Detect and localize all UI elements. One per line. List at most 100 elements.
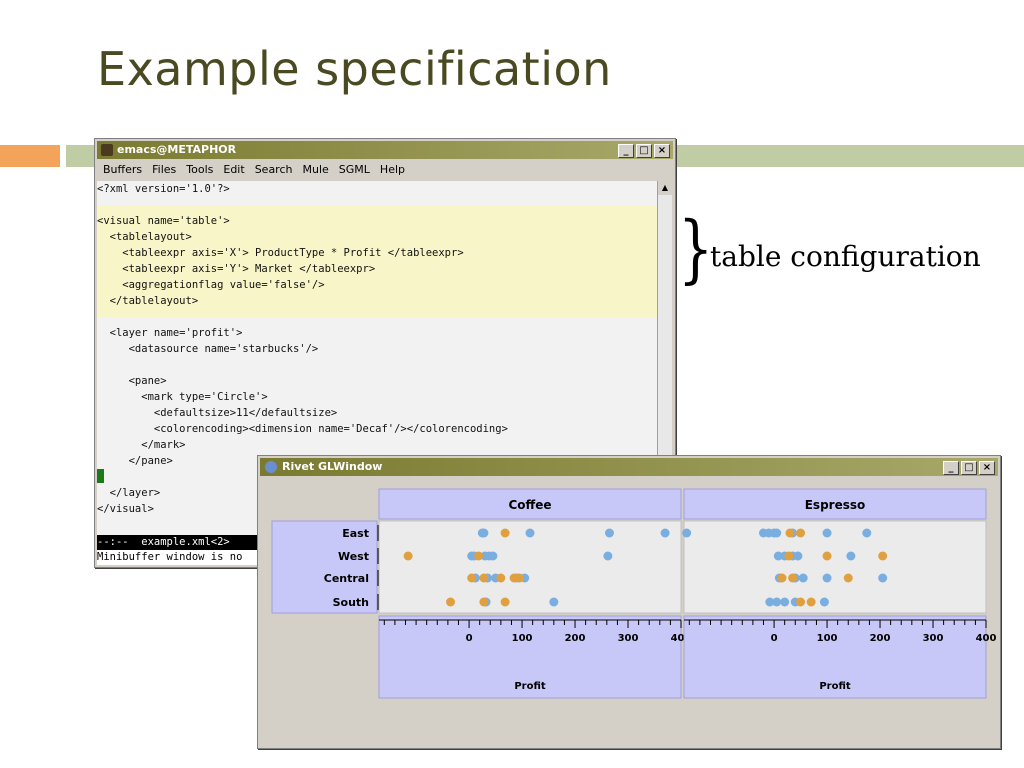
menu-search[interactable]: Search — [254, 163, 293, 176]
data-point-blue — [765, 597, 775, 607]
menu-edit[interactable]: Edit — [223, 163, 245, 176]
axis-title: Profit — [514, 681, 546, 692]
code-line: </pane> — [97, 455, 173, 467]
menu-help[interactable]: Help — [379, 163, 405, 176]
data-point-orange — [777, 573, 787, 583]
axis-panel — [378, 615, 682, 699]
app-icon — [265, 461, 277, 473]
column-header — [378, 488, 682, 520]
data-point-orange — [878, 551, 888, 561]
axis-tick-label: 0 — [466, 633, 473, 644]
data-point-blue — [549, 597, 559, 607]
data-point-orange — [474, 551, 484, 561]
curly-brace: } — [678, 206, 714, 292]
data-point-blue — [793, 551, 803, 561]
data-point-orange — [446, 597, 456, 607]
data-point-orange — [788, 573, 798, 583]
close-button[interactable]: × — [979, 461, 995, 475]
code-line: <aggregationflag value='false'/> — [97, 279, 325, 291]
column-label: Coffee — [508, 498, 551, 512]
minimize-button[interactable]: _ — [618, 144, 634, 158]
data-point-blue — [822, 528, 832, 538]
maximize-button[interactable]: □ — [961, 461, 977, 475]
data-point-blue — [846, 551, 856, 561]
data-point-orange — [514, 573, 524, 583]
axis-tick-label: 300 — [923, 633, 944, 644]
data-point-blue — [878, 573, 888, 583]
axis-title: Profit — [819, 681, 851, 692]
emacs-titlebar[interactable]: emacs@METAPHOR _ □ × — [97, 141, 673, 159]
data-point-blue — [525, 528, 535, 538]
close-button[interactable]: × — [654, 144, 670, 158]
menu-tools[interactable]: Tools — [186, 163, 214, 176]
data-point-blue — [660, 528, 670, 538]
gl-titlebar[interactable]: Rivet GLWindow _ □ × — [260, 458, 998, 476]
code-line: <pane> — [97, 375, 167, 387]
data-point-blue — [798, 573, 808, 583]
minimize-button[interactable]: _ — [943, 461, 959, 475]
code-line: </layer> — [97, 487, 161, 499]
axis-tick-label: 400 — [671, 633, 692, 644]
data-point-blue — [479, 528, 489, 538]
data-point-blue — [822, 573, 832, 583]
data-point-orange — [500, 597, 510, 607]
data-point-blue — [780, 597, 790, 607]
maximize-button[interactable]: □ — [636, 144, 652, 158]
data-point-orange — [785, 528, 795, 538]
row-label: East — [342, 527, 369, 540]
axis-tick-label: 100 — [817, 633, 838, 644]
data-point-orange — [479, 573, 489, 583]
axis-tick-label: 200 — [565, 633, 586, 644]
accent-bar-orange — [0, 145, 60, 167]
data-point-blue — [603, 551, 613, 561]
data-point-blue — [773, 551, 783, 561]
row-label: Central — [324, 572, 369, 585]
pane-background — [683, 520, 987, 614]
emacs-scrollbar[interactable]: ▲ — [657, 181, 672, 535]
data-point-blue — [819, 597, 829, 607]
data-point-blue — [772, 528, 782, 538]
axis-tick-label: 300 — [618, 633, 639, 644]
data-point-blue — [682, 528, 692, 538]
data-point-orange — [822, 551, 832, 561]
gl-title: Rivet GLWindow — [282, 460, 383, 473]
scroll-up-arrow-icon[interactable]: ▲ — [658, 181, 672, 195]
menu-buffers[interactable]: Buffers — [103, 163, 143, 176]
accent-bar-green-right — [676, 145, 1024, 167]
data-point-orange — [796, 528, 806, 538]
emacs-menubar: Buffers Files Tools Edit Search Mule SGM… — [97, 161, 673, 179]
code-line: </mark> — [97, 439, 186, 451]
code-line: <mark type='Circle'> — [97, 391, 268, 403]
data-point-orange — [403, 551, 413, 561]
code-line: <datasource name='starbucks'/> — [97, 343, 319, 355]
code-line: <colorencoding><dimension name='Decaf'/>… — [97, 423, 508, 435]
column-header — [683, 488, 987, 520]
data-point-blue — [772, 597, 782, 607]
axis-tick-label: 200 — [870, 633, 891, 644]
row-label: South — [333, 596, 369, 609]
data-point-blue — [488, 551, 498, 561]
code-line: <?xml version='1.0'?> — [97, 183, 230, 195]
data-point-orange — [806, 597, 816, 607]
annotation-label: table configuration — [710, 240, 981, 273]
code-line: <visual name='table'> — [97, 215, 230, 227]
column-label: Espresso — [805, 498, 866, 512]
code-line: <tableexpr axis='X'> ProductType * Profi… — [97, 247, 464, 259]
axis-panel — [683, 615, 987, 699]
data-point-orange — [467, 573, 477, 583]
data-point-orange — [796, 597, 806, 607]
code-line: <tablelayout> — [97, 231, 192, 243]
menu-sgml[interactable]: SGML — [338, 163, 370, 176]
axis-tick-label: 100 — [512, 633, 533, 644]
data-point-orange — [479, 597, 489, 607]
row-header-panel — [271, 520, 378, 614]
axis-tick-label: 400 — [976, 633, 997, 644]
menu-mule[interactable]: Mule — [302, 163, 329, 176]
menu-files[interactable]: Files — [152, 163, 177, 176]
accent-bar-green-left — [66, 145, 94, 167]
data-point-orange — [500, 528, 510, 538]
emacs-window[interactable]: emacs@METAPHOR _ □ × Buffers Files Tools… — [94, 138, 676, 568]
slide-title: Example specification — [97, 42, 612, 96]
